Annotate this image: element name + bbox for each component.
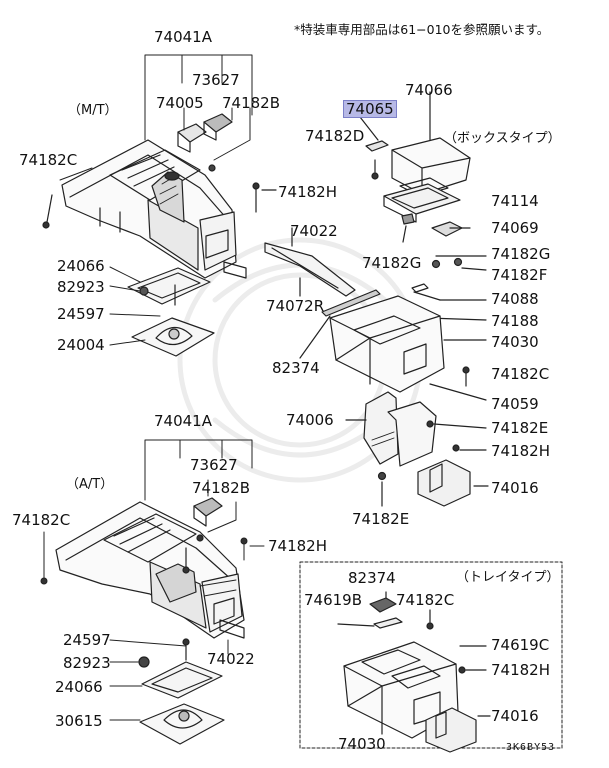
tray-console-assembly [337, 591, 491, 753]
left-screw-74182C [42, 194, 53, 229]
at-console-assembly [55, 501, 245, 639]
part-number-label[interactable]: 82374 [348, 569, 396, 587]
part-number-label[interactable]: 74030 [338, 735, 386, 753]
part-number-label[interactable]: 74182G [362, 254, 422, 272]
part-number-label[interactable]: 74041A [154, 28, 212, 46]
mt-console-assembly [61, 139, 247, 279]
group-label-mt: （M/T） [68, 103, 118, 118]
group-label-tray-type: （トレイタイプ） [456, 570, 560, 585]
part-number-label[interactable]: 74182H [268, 537, 327, 555]
box-tray-74114 [383, 183, 461, 223]
part-number-label[interactable]: 73627 [192, 71, 240, 89]
part-number-label[interactable]: 74022 [207, 650, 255, 668]
part-number-label[interactable]: 74066 [405, 81, 453, 99]
part-number-label[interactable]: 24066 [55, 678, 103, 696]
part-number-label[interactable]: 74182B [192, 479, 251, 497]
box-clip-74065 [359, 116, 389, 180]
box-latch-74069 [401, 213, 487, 322]
part-number-label[interactable]: 74059 [491, 395, 539, 413]
highlighted-part-number-label[interactable]: 74065 [343, 100, 397, 118]
part-number-label[interactable]: 74182E [491, 419, 549, 437]
part-number-label[interactable]: 82923 [57, 278, 105, 296]
shift-boot-plate-bottom [138, 638, 225, 745]
part-number-label[interactable]: 74072R [266, 297, 325, 315]
part-number-label[interactable]: 74182C [19, 151, 78, 169]
figure-code: 3K6BY53 [506, 742, 556, 753]
shift-boot-plate-top [127, 267, 215, 357]
part-number-label[interactable]: 74182B [222, 94, 281, 112]
part-number-label[interactable]: 74182H [491, 442, 550, 460]
part-number-label[interactable]: 24004 [57, 336, 105, 354]
at-shift-panel [193, 497, 223, 542]
part-number-label[interactable]: 74022 [290, 222, 338, 240]
bracket-74006 [345, 391, 487, 507]
part-number-label[interactable]: 74182H [491, 661, 550, 679]
part-number-label[interactable]: 74182E [352, 510, 410, 528]
part-number-label[interactable]: 24066 [57, 257, 105, 275]
parts-note: *特装車専用部品は61−010を参照願います。 [294, 22, 550, 37]
part-number-label[interactable]: 82923 [63, 654, 111, 672]
mid-screw-74182H [252, 182, 277, 213]
part-number-label[interactable]: 74182C [491, 365, 550, 383]
part-number-label[interactable]: 74114 [491, 192, 539, 210]
group-label-at: （A/T） [66, 477, 114, 492]
part-number-label[interactable]: 74041A [154, 412, 212, 430]
mount-bracket-74016-top [417, 459, 489, 507]
part-number-label[interactable]: 74188 [491, 312, 539, 330]
leader-lines-top-left [59, 54, 253, 346]
box-lid-74066 [391, 91, 471, 197]
part-number-label[interactable]: 74016 [491, 479, 539, 497]
part-number-label[interactable]: 74069 [491, 219, 539, 237]
part-number-label[interactable]: 74182D [305, 127, 365, 145]
part-number-label[interactable]: 73627 [190, 456, 238, 474]
part-number-label[interactable]: 74005 [156, 94, 204, 112]
part-number-label[interactable]: 74016 [491, 707, 539, 725]
part-number-label[interactable]: 24597 [57, 305, 105, 323]
rear-console-74030 [329, 295, 487, 401]
part-number-label[interactable]: 74182C [12, 511, 71, 529]
leader-lines-bottom-left [40, 439, 265, 721]
part-number-label[interactable]: 82374 [272, 359, 320, 377]
part-number-label[interactable]: 74006 [286, 411, 334, 429]
part-number-label[interactable]: 74619B [304, 591, 363, 609]
side-panel-74072R [264, 227, 381, 359]
mt-shift-panel-74005 [177, 113, 233, 172]
part-number-label[interactable]: 74088 [491, 290, 539, 308]
part-number-label[interactable]: 74182C [396, 591, 455, 609]
part-number-label[interactable]: 74619C [491, 636, 550, 654]
part-number-label[interactable]: 30615 [55, 712, 103, 730]
part-number-label[interactable]: 24597 [63, 631, 111, 649]
part-number-label[interactable]: 74182G [491, 245, 551, 263]
group-label-box-type: （ボックスタイプ） [444, 131, 561, 146]
part-number-label[interactable]: 74182F [491, 266, 548, 284]
tray-type-dashed-frame [299, 561, 563, 749]
part-number-label[interactable]: 74182H [278, 183, 337, 201]
part-number-label[interactable]: 74030 [491, 333, 539, 351]
